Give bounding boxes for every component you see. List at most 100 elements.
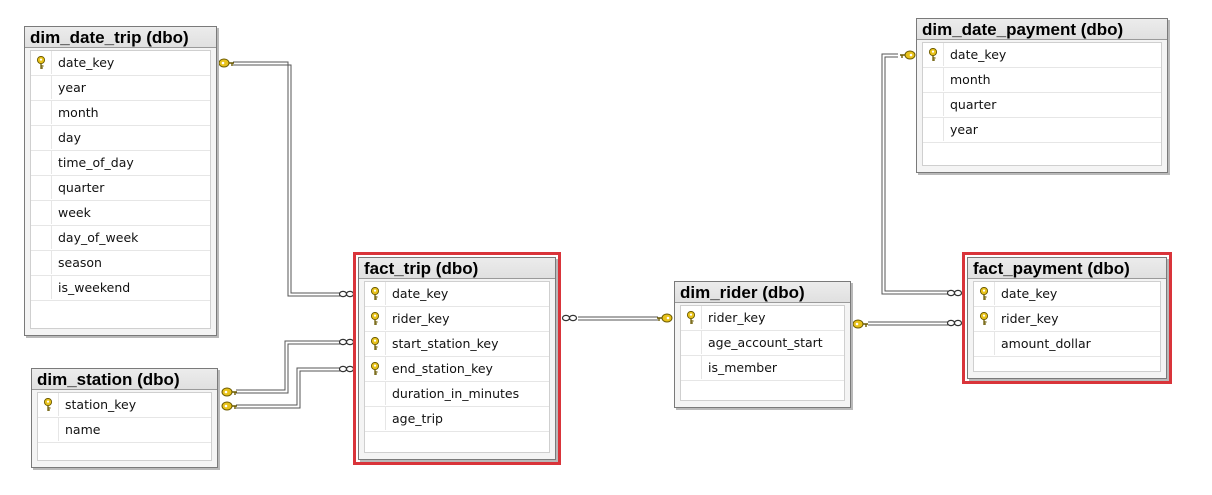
- key-cell: [365, 357, 386, 380]
- key-icon: [852, 319, 868, 329]
- column-name: rider_key: [1001, 311, 1059, 326]
- column-name: month: [58, 105, 99, 120]
- column-row[interactable]: rider_key: [974, 307, 1160, 332]
- column-row[interactable]: age_trip: [365, 407, 549, 432]
- table-title: fact_payment (dbo): [968, 258, 1166, 279]
- column-name: is_member: [708, 360, 778, 375]
- column-row[interactable]: season: [31, 251, 210, 276]
- relationship-station-start[interactable]: [236, 340, 340, 394]
- infinity-icon: [338, 290, 355, 298]
- column-name: amount_dollar: [1001, 336, 1091, 351]
- column-row[interactable]: amount_dollar: [974, 332, 1160, 357]
- column-name: start_station_key: [392, 336, 499, 351]
- table-title: dim_date_payment (dbo): [917, 19, 1167, 40]
- column-row[interactable]: day: [31, 126, 210, 151]
- column-row[interactable]: date_key: [365, 282, 549, 307]
- table-title: dim_date_trip (dbo): [25, 27, 216, 48]
- column-name: day: [58, 130, 81, 145]
- column-name: year: [58, 80, 86, 95]
- column-name: date_key: [1001, 286, 1058, 301]
- column-row[interactable]: day_of_week: [31, 226, 210, 251]
- column-name: month: [950, 72, 991, 87]
- key-cell: [974, 307, 995, 330]
- key-icon: [370, 337, 380, 350]
- infinity-icon: [946, 319, 963, 327]
- column-row[interactable]: date_key: [923, 43, 1161, 68]
- infinity-icon: [338, 365, 355, 373]
- column-row[interactable]: year: [923, 118, 1161, 143]
- column-row[interactable]: rider_key: [365, 307, 549, 332]
- column-name: is_weekend: [58, 280, 131, 295]
- key-cell: [923, 93, 944, 116]
- key-icon: [370, 287, 380, 300]
- key-cell: [365, 307, 386, 330]
- key-cell: [974, 332, 995, 355]
- key-cell: [31, 251, 52, 274]
- key-icon: [900, 50, 916, 60]
- relationship-station-end[interactable]: [236, 367, 340, 409]
- key-cell: [31, 51, 52, 74]
- column-row[interactable]: rider_key: [681, 306, 844, 331]
- table-title: fact_trip (dbo): [359, 258, 555, 279]
- relationship-facttrip-rider[interactable]: [578, 316, 658, 321]
- column-row[interactable]: is_weekend: [31, 276, 210, 301]
- key-icon: [36, 56, 46, 69]
- column-row[interactable]: month: [31, 101, 210, 126]
- column-row[interactable]: duration_in_minutes: [365, 382, 549, 407]
- column-row[interactable]: week: [31, 201, 210, 226]
- column-row[interactable]: end_station_key: [365, 357, 549, 382]
- relationship-rider-factpayment[interactable]: [868, 321, 948, 326]
- column-row[interactable]: name: [38, 418, 211, 443]
- column-row[interactable]: station_key: [38, 393, 211, 418]
- key-icon: [979, 312, 989, 325]
- column-name: time_of_day: [58, 155, 134, 170]
- column-name: year: [950, 122, 978, 137]
- column-list: date_key rider_key amount_dollar: [973, 281, 1161, 372]
- column-name: end_station_key: [392, 361, 493, 376]
- key-icon: [979, 287, 989, 300]
- key-cell: [31, 201, 52, 224]
- key-cell: [31, 76, 52, 99]
- column-row[interactable]: time_of_day: [31, 151, 210, 176]
- table-title: dim_station (dbo): [32, 369, 217, 390]
- key-icon: [370, 362, 380, 375]
- relationship-datetrip-facttrip[interactable]: [233, 61, 340, 297]
- column-name: rider_key: [708, 310, 766, 325]
- column-row[interactable]: start_station_key: [365, 332, 549, 357]
- column-row[interactable]: date_key: [974, 282, 1160, 307]
- column-row[interactable]: year: [31, 76, 210, 101]
- key-cell: [923, 43, 944, 66]
- column-row[interactable]: is_member: [681, 356, 844, 381]
- column-row[interactable]: quarter: [923, 93, 1161, 118]
- key-cell: [365, 332, 386, 355]
- column-list: rider_key age_account_start is_member: [680, 305, 845, 401]
- key-cell: [31, 226, 52, 249]
- column-row[interactable]: date_key: [31, 51, 210, 76]
- key-cell: [923, 118, 944, 141]
- key-icon: [657, 313, 673, 323]
- key-cell: [365, 407, 386, 430]
- key-icon: [221, 387, 237, 397]
- key-cell: [31, 176, 52, 199]
- column-name: quarter: [58, 180, 105, 195]
- key-icon: [221, 401, 237, 411]
- key-cell: [31, 151, 52, 174]
- column-name: station_key: [65, 397, 137, 412]
- column-row[interactable]: age_account_start: [681, 331, 844, 356]
- infinity-icon: [561, 314, 578, 322]
- infinity-icon: [946, 289, 963, 297]
- key-cell: [38, 393, 59, 416]
- column-row[interactable]: month: [923, 68, 1161, 93]
- column-name: age_account_start: [708, 335, 823, 350]
- column-row[interactable]: quarter: [31, 176, 210, 201]
- key-cell: [365, 382, 386, 405]
